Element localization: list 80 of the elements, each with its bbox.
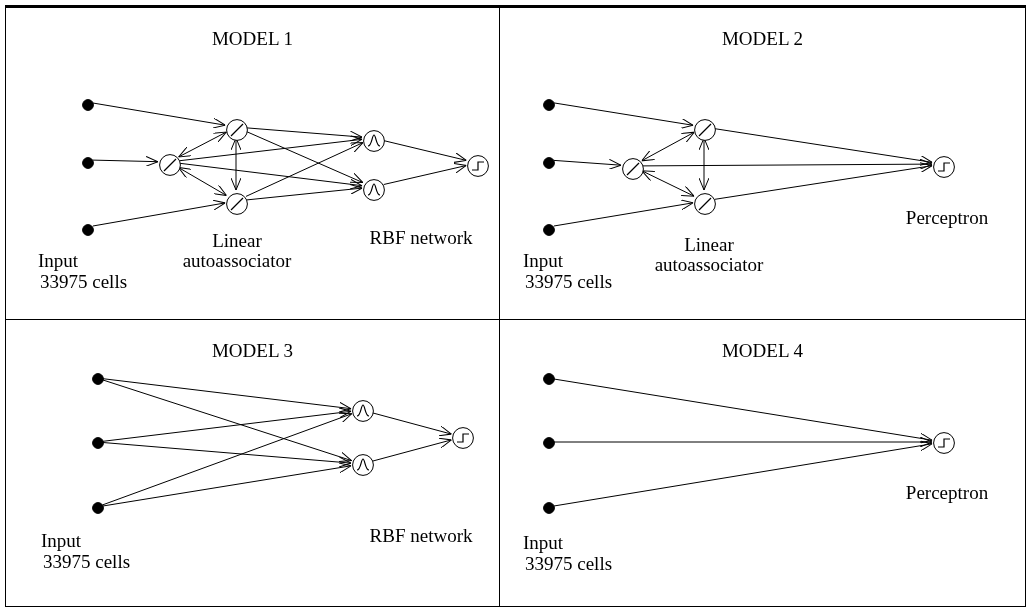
arrow: [102, 462, 352, 507]
input-dot: [543, 373, 555, 385]
arrow: [641, 170, 695, 197]
arrow: [553, 440, 933, 507]
panel-frame: [5, 319, 500, 607]
arrow: [553, 436, 933, 448]
linear-neuron: [159, 154, 181, 176]
layer-label: RBF network: [368, 526, 474, 546]
panel-title: MODEL 4: [721, 340, 804, 361]
arrow: [102, 378, 352, 413]
layer-label: Linear autoassociator: [653, 235, 765, 275]
arrow: [92, 102, 226, 129]
panel-title: MODEL 2: [721, 28, 804, 49]
panel-frame: [499, 319, 1026, 607]
arrow: [383, 140, 467, 163]
arrow: [245, 142, 364, 197]
arrow: [642, 158, 933, 170]
input-dot: [543, 224, 555, 236]
arrow: [372, 437, 452, 462]
perceptron-neuron: [452, 427, 474, 449]
arrow: [102, 442, 352, 468]
arrow: [102, 412, 353, 506]
rbf-neuron: [352, 400, 374, 422]
input-dot: [92, 502, 104, 514]
arrow: [641, 131, 695, 162]
arrow: [92, 199, 226, 227]
arrow: [714, 128, 933, 166]
layer-label: Input: [523, 533, 564, 553]
perceptron-neuron: [933, 432, 955, 454]
layer-label: Perceptron: [904, 208, 990, 228]
arrow: [372, 412, 452, 437]
arrow: [553, 199, 694, 227]
arrow: [246, 127, 363, 142]
arrow: [245, 130, 364, 184]
linear-neuron: [694, 193, 716, 215]
input-dot: [82, 99, 94, 111]
layer-label: 33975 cells: [40, 272, 128, 292]
layer-label: 33975 cells: [525, 272, 613, 292]
linear-neuron: [694, 119, 716, 141]
layer-label: 33975 cells: [43, 552, 131, 572]
arrow: [179, 162, 363, 190]
perceptron-neuron: [467, 155, 489, 177]
input-dot: [92, 373, 104, 385]
layer-label: RBF network: [368, 228, 474, 248]
layer-label: Input: [38, 251, 79, 271]
input-dot: [543, 157, 555, 169]
arrow: [102, 407, 352, 442]
input-dot: [82, 224, 94, 236]
input-dot: [543, 99, 555, 111]
layer-label: 33975 cells: [525, 554, 613, 574]
panel-frame: [499, 5, 1026, 320]
panel-title: MODEL 3: [211, 340, 294, 361]
arrow: [178, 131, 227, 158]
input-dot: [82, 157, 94, 169]
arrow: [714, 162, 933, 200]
input-dot: [543, 437, 555, 449]
layer-label: Input: [41, 531, 82, 551]
input-dot: [92, 437, 104, 449]
arrow: [553, 378, 933, 444]
input-dot: [543, 502, 555, 514]
panel-frame: [5, 5, 500, 320]
linear-neuron: [622, 158, 644, 180]
arrow: [179, 135, 363, 162]
rbf-neuron: [363, 130, 385, 152]
arrow: [383, 162, 467, 185]
rbf-neuron: [352, 454, 374, 476]
arrow: [92, 155, 159, 167]
panel-title: MODEL 1: [211, 28, 294, 49]
rbf-neuron: [363, 179, 385, 201]
linear-neuron: [226, 119, 248, 141]
arrow: [178, 167, 227, 196]
arrow: [102, 379, 352, 463]
arrow: [246, 183, 363, 201]
layer-label: Input: [523, 251, 564, 271]
layer-label: Linear autoassociator: [181, 231, 293, 271]
layer-label: Perceptron: [904, 483, 990, 503]
arrow: [553, 102, 694, 129]
perceptron-neuron: [933, 156, 955, 178]
linear-neuron: [226, 193, 248, 215]
arrow: [553, 158, 622, 170]
